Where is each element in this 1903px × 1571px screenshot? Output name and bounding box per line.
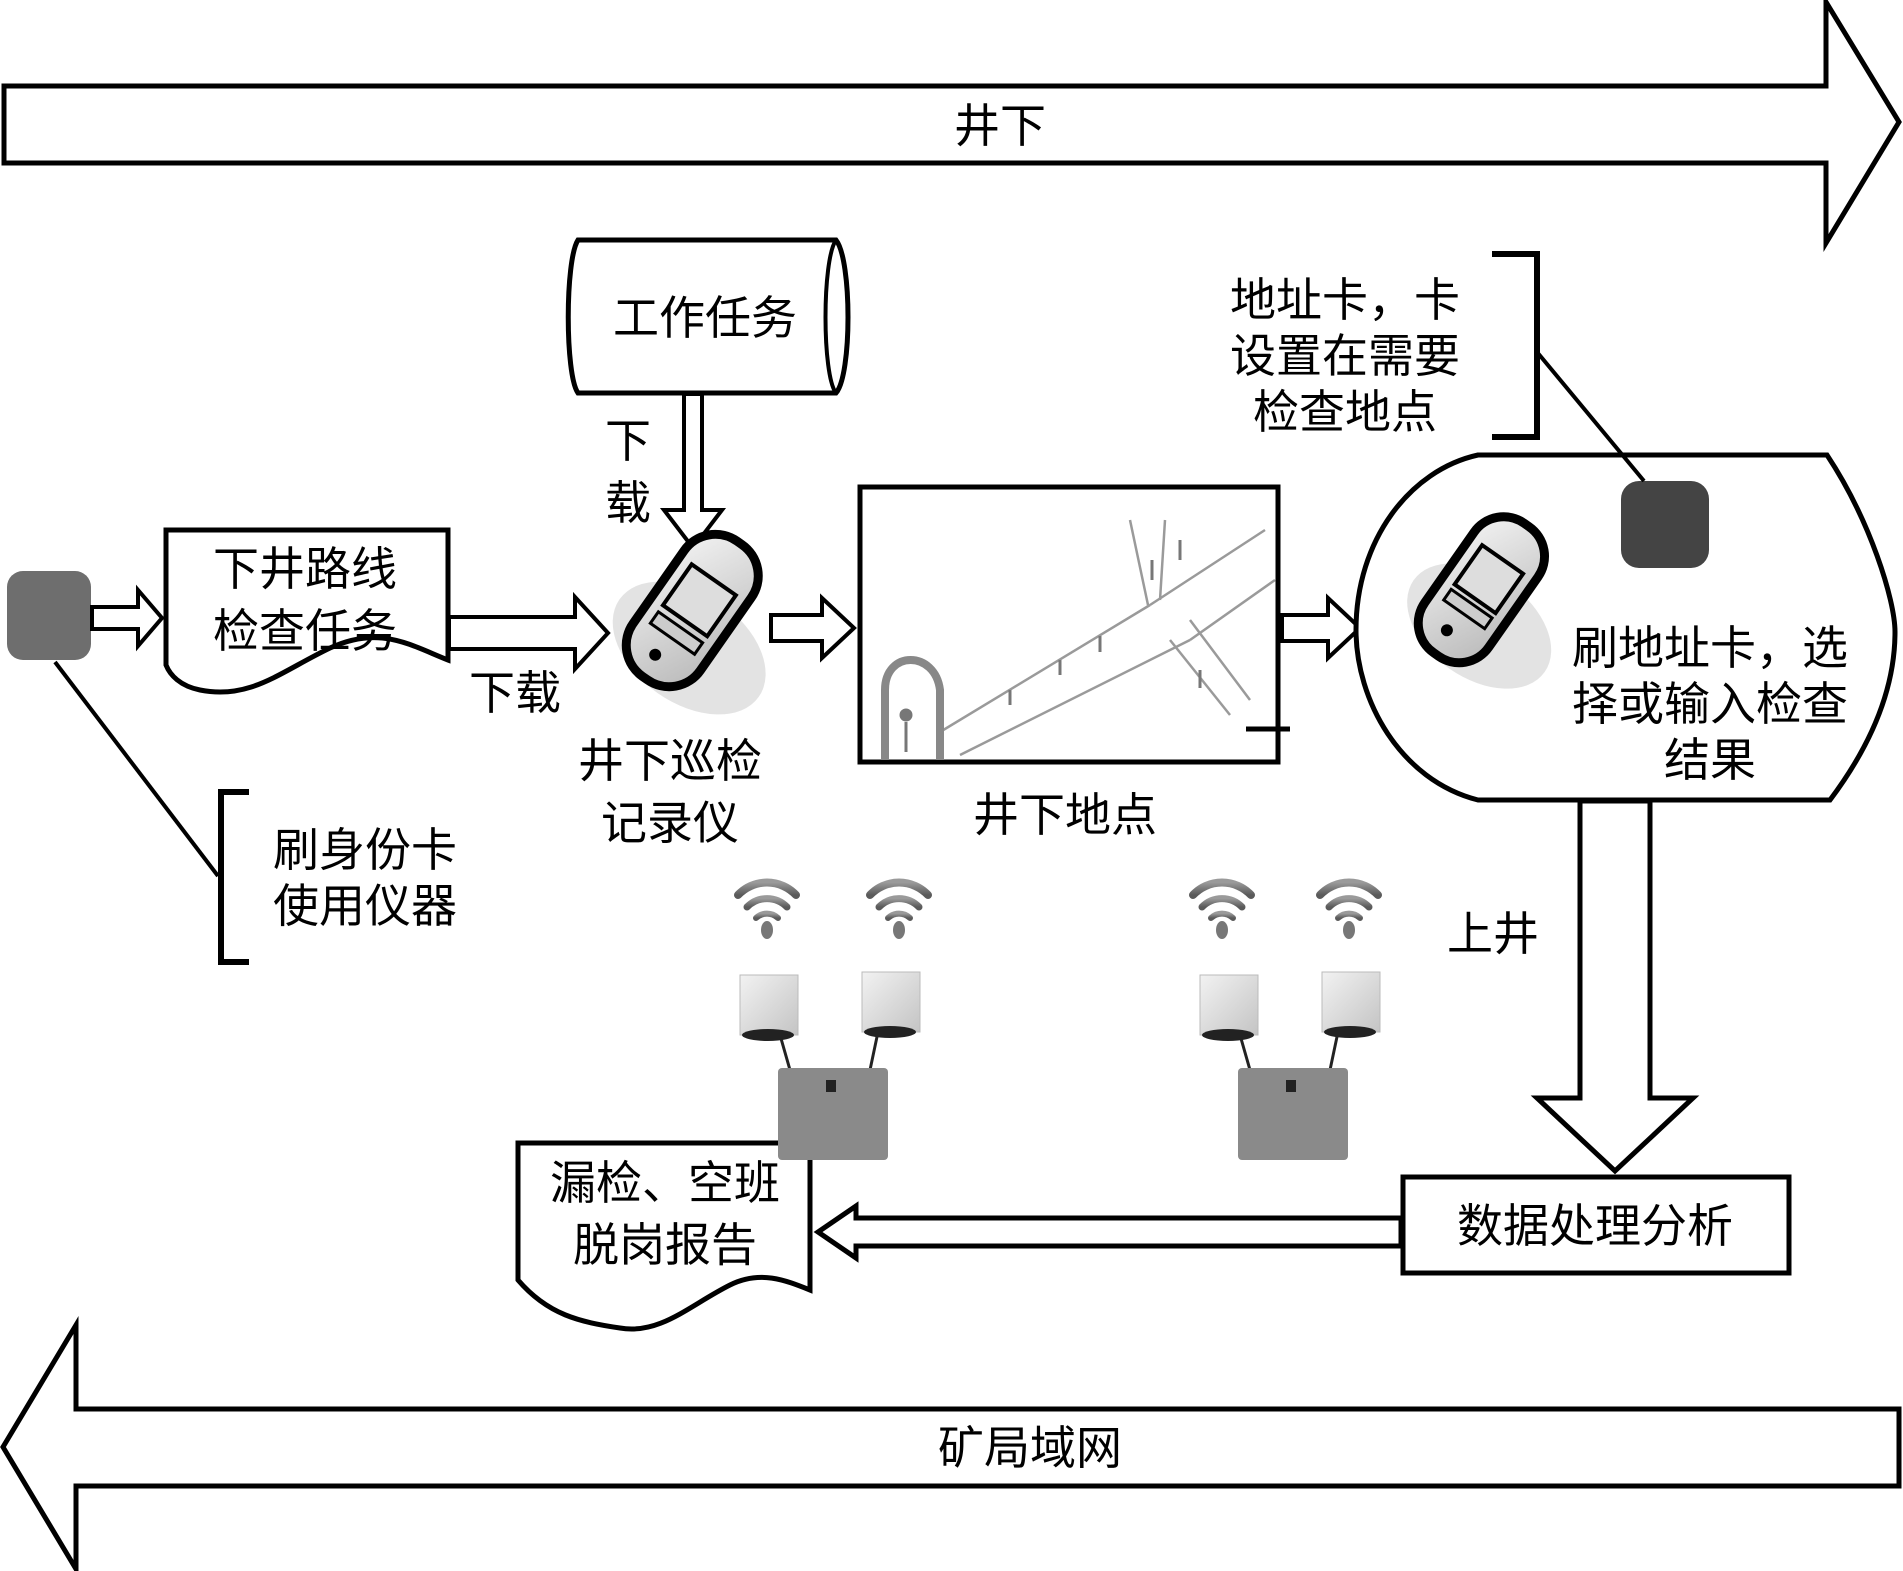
arrow-recorder-to-location [769, 593, 857, 663]
recorder-line-1: 井下巡检 [578, 734, 762, 788]
arrow-up-to-processing [1530, 798, 1700, 1175]
route-task-line-1: 下井路线 [213, 542, 397, 596]
location-label: 井下地点 [973, 788, 1157, 842]
route-task-line-2: 检查任务 [213, 604, 397, 658]
recorder-phone-icon [612, 529, 766, 715]
top-band-label: 井下 [954, 99, 1046, 153]
address-card-note: 地址卡，卡 设置在需要 检查地点 [1200, 272, 1490, 440]
arrow-location-to-result [1280, 593, 1363, 663]
swipe-result-line-3: 结果 [1664, 733, 1756, 787]
address-note-bracket [1492, 251, 1540, 440]
data-processing-box [1400, 1174, 1792, 1276]
report-line-2: 脱岗报告 [573, 1218, 757, 1272]
arrow-processing-to-report [813, 1201, 1404, 1263]
data-processing-label: 数据处理分析 [1457, 1199, 1733, 1253]
work-task-label: 工作任务 [613, 291, 797, 345]
wifi-icon [1316, 878, 1382, 921]
download-vertical-label: 下 载 [598, 410, 658, 534]
route-task-document [163, 527, 451, 695]
report-document [515, 1140, 813, 1332]
connector-address-note [1535, 350, 1646, 483]
wifi-icon [734, 878, 800, 921]
download-v-char-2: 载 [605, 476, 651, 530]
go-up-label: 上井 [1447, 907, 1539, 961]
download-horizontal-label: 下载 [469, 666, 561, 720]
wifi-icon [1189, 878, 1255, 921]
route-task-label: 下井路线 检查任务 [170, 538, 440, 662]
download-v-char-1: 下 [605, 414, 651, 468]
report-label: 漏检、空班 脱岗报告 [520, 1152, 810, 1276]
id-card-icon [7, 571, 91, 660]
access-point-group-1 [734, 878, 932, 1160]
bottom-band-arrow [0, 1315, 1902, 1571]
id-card-note: 刷身份卡 使用仪器 [250, 822, 480, 934]
result-phone-icon [1407, 512, 1552, 689]
recorder-label: 井下巡检 记录仪 [540, 730, 800, 854]
swipe-result-label: 刷地址卡，选 择或输入检查 结果 [1530, 620, 1890, 788]
id-note-line-2: 使用仪器 [273, 879, 457, 933]
report-line-1: 漏检、空班 [550, 1156, 780, 1210]
tunnel-illustration [881, 519, 1276, 760]
address-note-line-2: 设置在需要 [1230, 329, 1460, 383]
work-task-cylinder [565, 237, 851, 396]
id-note-line-1: 刷身份卡 [273, 823, 457, 877]
connector-id-card-note [53, 660, 220, 878]
address-note-line-3: 检查地点 [1253, 385, 1437, 439]
top-band-arrow [1, 0, 1902, 252]
address-note-line-1: 地址卡，卡 [1230, 273, 1460, 327]
id-note-bracket [218, 789, 249, 965]
arrow-route-to-recorder [447, 591, 611, 675]
wifi-icon [866, 878, 932, 921]
arrow-task-to-recorder [659, 392, 727, 552]
location-box [857, 484, 1290, 765]
recorder-line-2: 记录仪 [601, 796, 739, 850]
arrow-card-to-route [90, 584, 165, 652]
access-point-icon [1199, 971, 1381, 1160]
bottom-band-label: 矿局域网 [938, 1421, 1122, 1475]
access-point-icon [739, 971, 921, 1160]
access-point-group-2 [1189, 878, 1382, 1160]
swipe-result-line-2: 择或输入检查 [1572, 677, 1848, 731]
swipe-result-line-1: 刷地址卡，选 [1572, 621, 1848, 675]
address-card-icon [1621, 481, 1709, 568]
